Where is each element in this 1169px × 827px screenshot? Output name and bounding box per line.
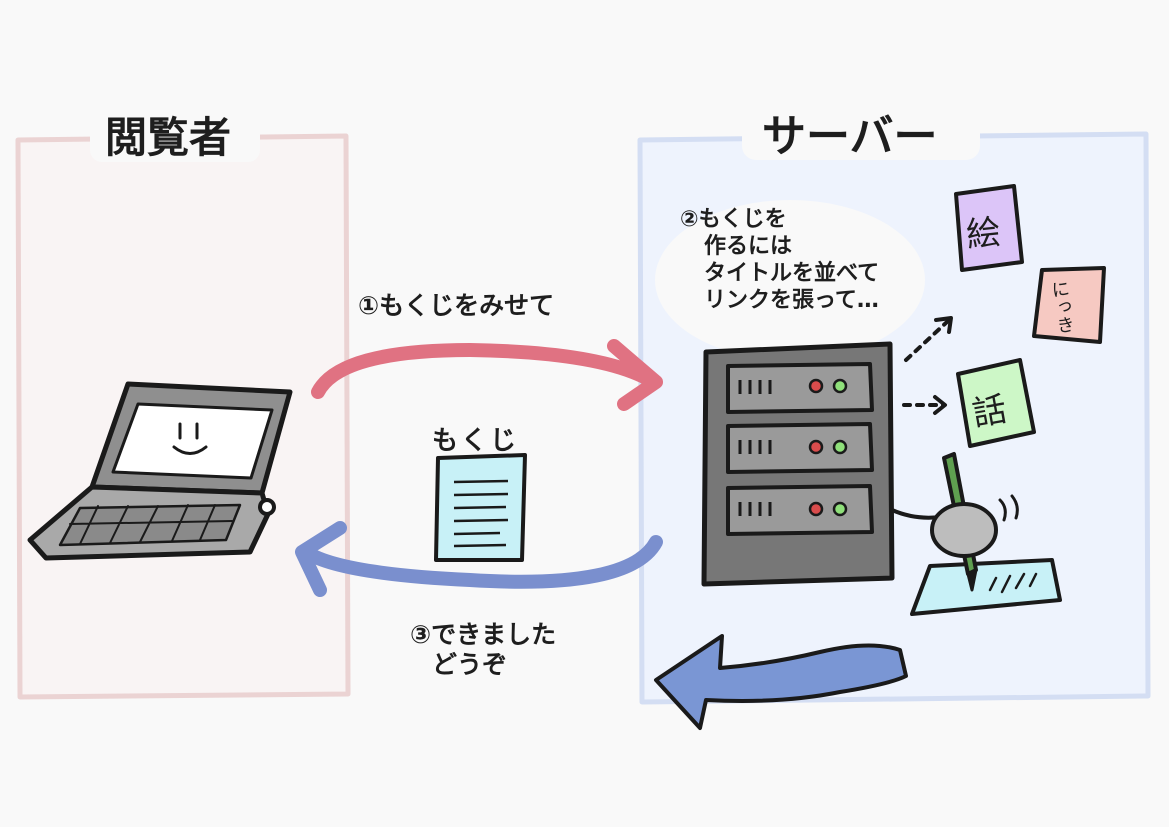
response-label-line2: どうぞ — [432, 650, 508, 679]
page-nikki-card — [1032, 266, 1106, 344]
status-light-red — [808, 378, 824, 394]
server-unit-2 — [726, 422, 874, 474]
viewer-title-backdrop — [90, 100, 260, 162]
document-label: もくじ — [432, 426, 520, 456]
response-arrow — [295, 521, 663, 597]
request-arrow — [311, 339, 663, 411]
status-light-green — [832, 501, 848, 517]
thought-bubble — [655, 200, 925, 360]
status-light-red — [808, 439, 824, 455]
server-unit-3 — [726, 484, 874, 536]
server-note-line-2: 作るには — [704, 234, 793, 259]
page-e-card — [954, 184, 1024, 272]
status-light-red — [808, 501, 824, 517]
server-note-line-1: ②もくじを — [680, 207, 787, 232]
server-note-line-4: リンクを張って… — [704, 288, 879, 313]
server-unit-1 — [726, 362, 874, 414]
server-title-backdrop — [742, 94, 980, 160]
return-arrow — [654, 634, 908, 730]
page-label-e: 絵 — [964, 212, 1003, 256]
dotted-arrows — [902, 316, 953, 415]
status-light-green — [832, 439, 848, 455]
server-title: サーバー — [762, 111, 938, 162]
viewer-title: 閲覧者 — [105, 113, 232, 162]
page-hanashi-card — [956, 358, 1036, 448]
writing-hand-icon — [890, 452, 1062, 616]
server-note-line-3: タイトルを並べて — [704, 261, 880, 286]
toc-document-icon — [434, 453, 527, 562]
status-light-green — [832, 378, 848, 394]
request-label: ①もくじをみせて — [358, 291, 555, 320]
server-rack-icon — [701, 341, 895, 587]
response-label-line1: ③できました — [410, 620, 557, 649]
laptop-icon — [27, 381, 293, 561]
